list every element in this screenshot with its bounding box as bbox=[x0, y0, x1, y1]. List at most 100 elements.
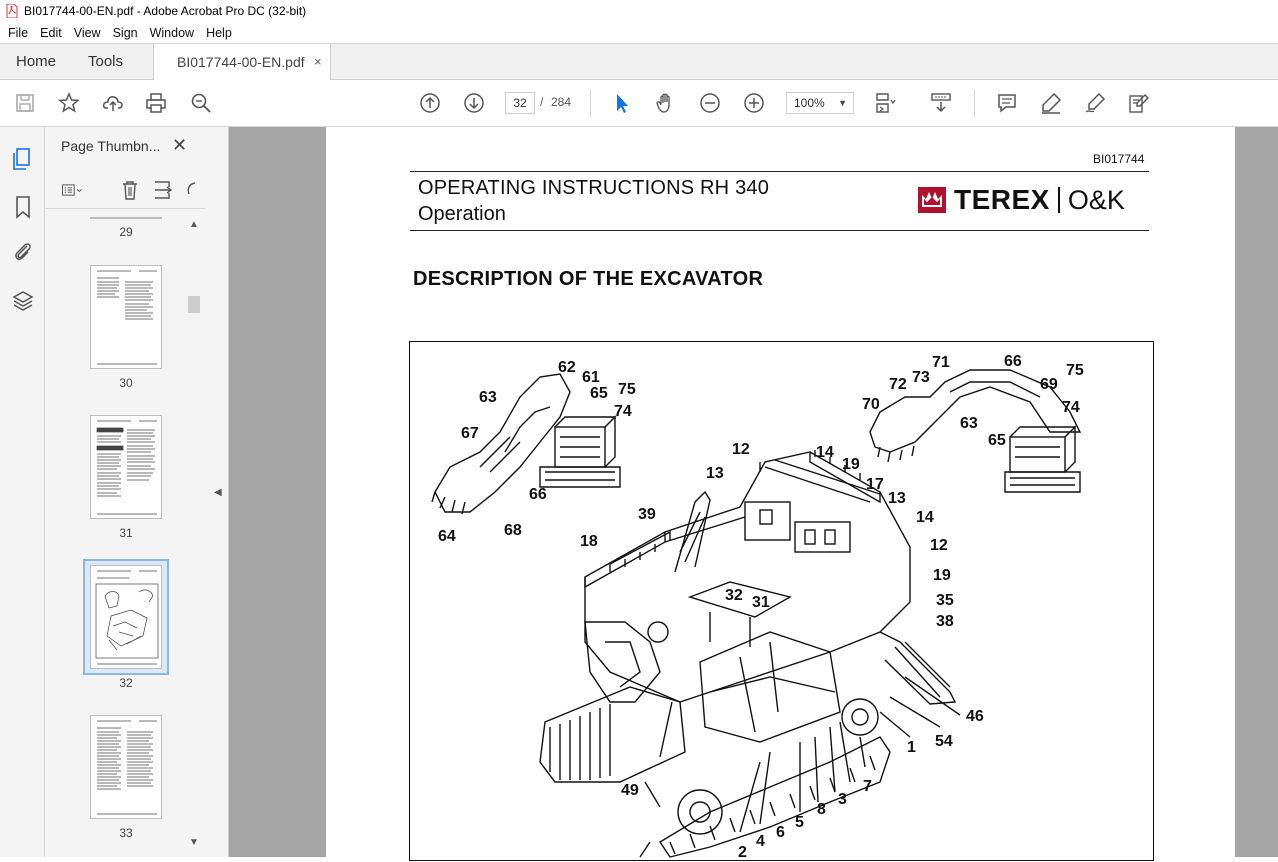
thumbnail-panel: Page Thumbn... ✕ ▲ ▼ 29 bbox=[45, 127, 205, 857]
document-id: BI017744 bbox=[1093, 152, 1145, 166]
comment-icon[interactable] bbox=[995, 91, 1019, 115]
callout: 49 bbox=[621, 782, 639, 799]
terex-logo-mark-icon bbox=[918, 187, 946, 213]
tab-close-icon[interactable]: × bbox=[314, 54, 322, 69]
callout: 54 bbox=[935, 733, 953, 750]
callout: 18 bbox=[580, 533, 598, 550]
scrollbar-thumb[interactable] bbox=[188, 296, 200, 313]
callout: 5 bbox=[795, 814, 804, 831]
menu-file[interactable]: File bbox=[8, 25, 29, 40]
menu-sign[interactable]: Sign bbox=[112, 25, 138, 40]
callout: 14 bbox=[916, 509, 934, 526]
callout: 38 bbox=[936, 613, 954, 630]
select-arrow-icon[interactable] bbox=[610, 91, 634, 115]
menu-window[interactable]: Window bbox=[149, 25, 195, 40]
excavator-figure: 62 61 65 75 63 74 67 66 64 68 71 66 72 7… bbox=[409, 341, 1154, 861]
header-subtitle: Operation bbox=[418, 203, 506, 225]
callout: 6 bbox=[776, 824, 785, 841]
thumbnail-page-29[interactable] bbox=[90, 217, 162, 219]
chevron-down-icon: ▼ bbox=[838, 98, 847, 108]
tab-bar: Home Tools BI017744-00-EN.pdf × bbox=[0, 43, 1278, 81]
callout: 68 bbox=[504, 522, 522, 539]
thumbnail-number: 30 bbox=[119, 376, 133, 390]
menu-view[interactable]: View bbox=[73, 25, 101, 40]
tab-document-label: BI017744-00-EN.pdf bbox=[177, 54, 305, 70]
logo-brand-secondary: O&K bbox=[1067, 184, 1125, 215]
window-title: BI017744-00-EN.pdf - Adobe Acrobat Pro D… bbox=[24, 4, 307, 18]
page-down-icon[interactable] bbox=[462, 91, 486, 115]
tab-tools[interactable]: Tools bbox=[88, 53, 124, 70]
panel-title: Page Thumbn... bbox=[61, 138, 161, 154]
hand-icon[interactable] bbox=[654, 91, 678, 115]
options-menu-icon[interactable] bbox=[61, 179, 83, 201]
zoom-level-value: 100% bbox=[794, 96, 825, 110]
callout: 8 bbox=[817, 801, 826, 818]
callout: 62 bbox=[558, 359, 576, 376]
layers-icon[interactable] bbox=[11, 289, 35, 313]
callout: 66 bbox=[529, 486, 547, 503]
menu-bar: File Edit View Sign Window Help bbox=[0, 22, 1278, 43]
menu-help[interactable]: Help bbox=[206, 25, 232, 40]
save-icon[interactable] bbox=[13, 91, 37, 115]
callout: 35 bbox=[936, 592, 954, 609]
callout: 1 bbox=[907, 739, 916, 756]
extract-pages-icon[interactable] bbox=[152, 179, 174, 201]
page-number-input[interactable]: 32 bbox=[505, 92, 535, 114]
thumbnail-page-33[interactable] bbox=[90, 715, 162, 819]
thumbnail-scrollbar[interactable]: ▲ ▼ bbox=[186, 219, 202, 855]
pdf-page: BI017744 OPERATING INSTRUCTIONS RH 340 O… bbox=[326, 127, 1235, 861]
scroll-up-icon[interactable]: ▲ bbox=[189, 219, 199, 230]
main-toolbar: 32 / 284 100% ▼ bbox=[0, 80, 1278, 127]
page-thumbnails-icon[interactable] bbox=[11, 147, 35, 171]
attachment-icon[interactable] bbox=[11, 240, 35, 264]
sign-icon[interactable] bbox=[1083, 91, 1107, 115]
callout: 73 bbox=[912, 369, 930, 386]
thumbnail-number: 33 bbox=[119, 826, 133, 840]
terex-ok-logo: TEREX O&K bbox=[918, 184, 1125, 216]
window-title-bar: BI017744-00-EN.pdf - Adobe Acrobat Pro D… bbox=[0, 0, 1278, 22]
zoom-out-icon[interactable] bbox=[698, 91, 722, 115]
fit-page-icon[interactable] bbox=[873, 91, 897, 115]
header-title: OPERATING INSTRUCTIONS RH 340 bbox=[418, 177, 770, 199]
thumbnail-page-32[interactable] bbox=[90, 565, 162, 669]
page-total: 284 bbox=[551, 95, 572, 109]
page-up-icon[interactable] bbox=[418, 91, 442, 115]
delete-icon[interactable] bbox=[119, 179, 141, 201]
print-icon[interactable] bbox=[144, 91, 168, 115]
zoom-level-select[interactable]: 100% ▼ bbox=[786, 92, 854, 114]
close-icon[interactable]: ✕ bbox=[172, 135, 188, 155]
thumbnail-number: 32 bbox=[119, 676, 133, 690]
find-zoom-icon[interactable] bbox=[189, 91, 213, 115]
bookmark-icon[interactable] bbox=[11, 195, 35, 219]
tab-home[interactable]: Home bbox=[16, 53, 57, 70]
callout: 32 bbox=[725, 587, 743, 604]
zoom-in-icon[interactable] bbox=[742, 91, 766, 115]
scroll-down-icon[interactable]: ▼ bbox=[189, 837, 199, 848]
star-icon[interactable] bbox=[57, 91, 81, 115]
thumbnail-page-30[interactable] bbox=[90, 265, 162, 369]
panel-collapse-handle[interactable]: ◀ bbox=[205, 127, 229, 857]
toolbar-divider bbox=[590, 90, 591, 117]
highlight-icon[interactable] bbox=[1039, 91, 1063, 115]
rotate-icon[interactable] bbox=[183, 179, 205, 201]
callout: 7 bbox=[863, 778, 872, 795]
edit-pdf-icon[interactable] bbox=[1127, 91, 1151, 115]
header-rule-top bbox=[410, 171, 1149, 172]
collapse-arrow-icon: ◀ bbox=[214, 487, 222, 498]
navigation-rail bbox=[0, 127, 45, 857]
callout: 65 bbox=[988, 432, 1006, 449]
upload-icon[interactable] bbox=[101, 91, 125, 115]
section-title: DESCRIPTION OF THE EXCAVATOR bbox=[413, 268, 764, 290]
scroll-mode-icon[interactable] bbox=[929, 91, 953, 115]
logo-brand: TEREX bbox=[954, 184, 1050, 215]
callout: 71 bbox=[932, 354, 950, 371]
acrobat-pdf-icon bbox=[6, 4, 18, 18]
thumbnail-page-31[interactable] bbox=[90, 415, 162, 519]
header-rule-bottom bbox=[410, 230, 1149, 231]
page-separator: / bbox=[540, 95, 544, 109]
callout: 12 bbox=[930, 537, 948, 554]
tab-document[interactable]: BI017744-00-EN.pdf × bbox=[153, 44, 331, 81]
menu-edit[interactable]: Edit bbox=[40, 25, 62, 40]
document-view[interactable]: BI017744 OPERATING INSTRUCTIONS RH 340 O… bbox=[229, 127, 1278, 861]
toolbar-divider bbox=[974, 90, 975, 117]
